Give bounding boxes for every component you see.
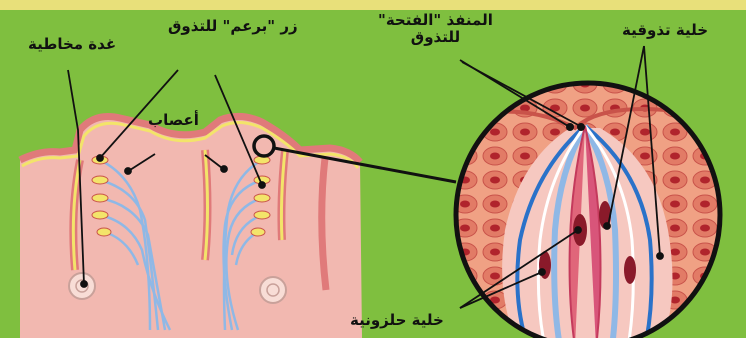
label-taste-bud: زر "برعم" للتذوق [168, 18, 298, 35]
label-nerves: أعصاب [148, 112, 199, 129]
tongue-tissue [20, 116, 362, 338]
label-taste-pore: المنفذ "الفتحة" للتذوق [378, 12, 493, 47]
label-spiral-cell: خلية حلزونية [350, 312, 444, 329]
zoomed-taste-bud [456, 83, 720, 338]
label-mucous-gland: غدة مخاطية [28, 36, 116, 53]
top-strip [0, 0, 746, 10]
label-taste-cell: خلية تذوقية [622, 22, 708, 39]
label-taste-pore-line1: المنفذ "الفتحة" [378, 12, 493, 29]
label-taste-pore-line2: للتذوق [378, 29, 493, 46]
